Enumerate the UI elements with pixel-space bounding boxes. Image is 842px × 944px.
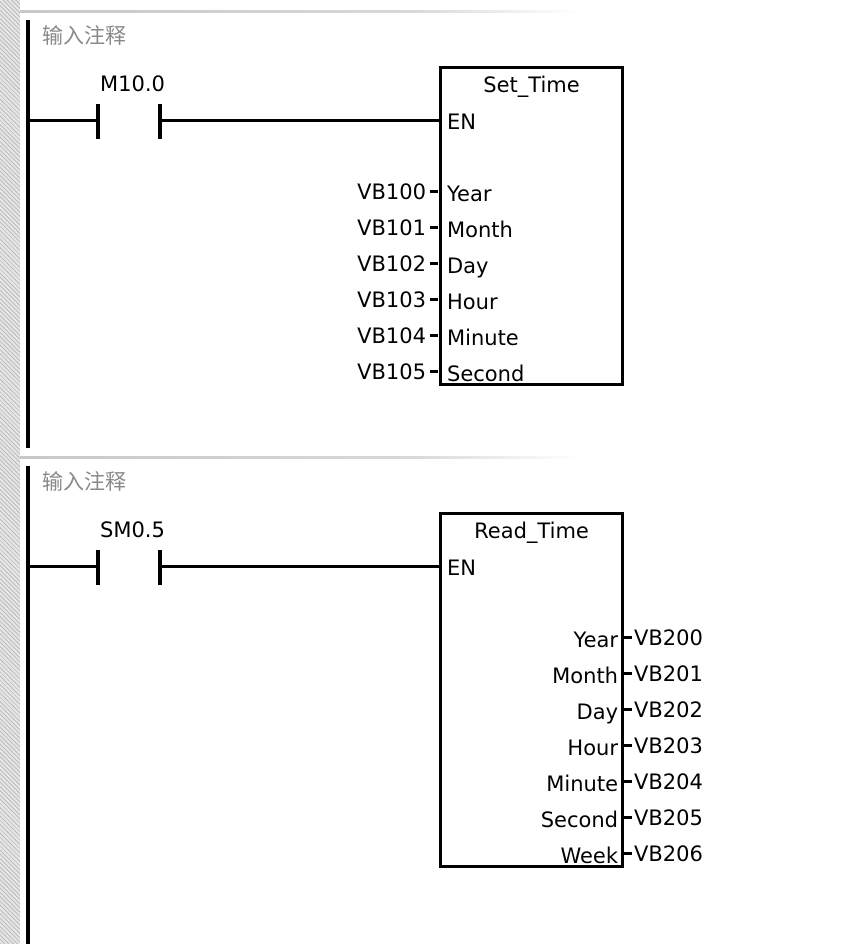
pin-wire <box>624 780 632 783</box>
power-rail <box>26 20 30 448</box>
pin-second: Second <box>447 362 525 386</box>
contact-label[interactable]: SM0.5 <box>100 518 165 542</box>
block-title: Set_Time <box>483 73 580 97</box>
read-time-block[interactable]: Read_Time EN Year Month Day Hour Minute … <box>439 512 624 868</box>
operand-output[interactable]: VB201 <box>634 662 703 686</box>
operand-output[interactable]: VB202 <box>634 698 703 722</box>
pin-second: Second <box>540 808 618 832</box>
pin-wire <box>430 226 438 229</box>
pin-wire <box>624 816 632 819</box>
en-pin-label: EN <box>447 556 476 580</box>
rung-wire <box>30 119 98 122</box>
pin-day: Day <box>576 700 618 724</box>
contact-label[interactable]: M10.0 <box>100 72 165 96</box>
pin-hour: Hour <box>567 736 618 760</box>
operand-output[interactable]: VB206 <box>634 842 703 866</box>
operand-output[interactable]: VB203 <box>634 734 703 758</box>
pin-wire <box>430 334 438 337</box>
pin-wire <box>624 636 632 639</box>
operand-input[interactable]: VB104 <box>357 324 426 348</box>
pin-wire <box>430 370 438 373</box>
pin-wire <box>624 708 632 711</box>
network-separator <box>20 10 580 13</box>
pin-wire <box>430 190 438 193</box>
pin-day: Day <box>447 254 489 278</box>
contact-left-bar <box>96 104 100 139</box>
network-comment[interactable]: 输入注释 <box>42 24 126 48</box>
network-comment[interactable]: 输入注释 <box>42 470 126 494</box>
set-time-block[interactable]: Set_Time EN Year Month Day Hour Minute S… <box>439 66 624 386</box>
operand-input[interactable]: VB100 <box>357 180 426 204</box>
pin-year: Year <box>447 182 492 206</box>
en-pin-label: EN <box>447 110 476 134</box>
pin-wire <box>624 672 632 675</box>
rung-wire <box>30 565 98 568</box>
pin-month: Month <box>552 664 618 688</box>
operand-input[interactable]: VB102 <box>357 252 426 276</box>
contact-left-bar <box>96 550 100 585</box>
operand-output[interactable]: VB200 <box>634 626 703 650</box>
operand-input[interactable]: VB103 <box>357 288 426 312</box>
pin-wire <box>430 298 438 301</box>
pin-year: Year <box>573 628 618 652</box>
network-gutter <box>0 0 20 944</box>
pin-week: Week <box>560 844 618 868</box>
rung-wire <box>160 119 442 122</box>
network-separator <box>20 456 580 459</box>
power-rail <box>26 466 30 944</box>
pin-hour: Hour <box>447 290 498 314</box>
rung-wire <box>160 565 442 568</box>
pin-wire <box>624 744 632 747</box>
operand-input[interactable]: VB105 <box>357 360 426 384</box>
block-title: Read_Time <box>474 519 589 543</box>
pin-minute: Minute <box>447 326 519 350</box>
operand-output[interactable]: VB204 <box>634 770 703 794</box>
pin-minute: Minute <box>546 772 618 796</box>
operand-output[interactable]: VB205 <box>634 806 703 830</box>
pin-wire <box>624 852 632 855</box>
pin-wire <box>430 262 438 265</box>
operand-input[interactable]: VB101 <box>357 216 426 240</box>
pin-month: Month <box>447 218 513 242</box>
